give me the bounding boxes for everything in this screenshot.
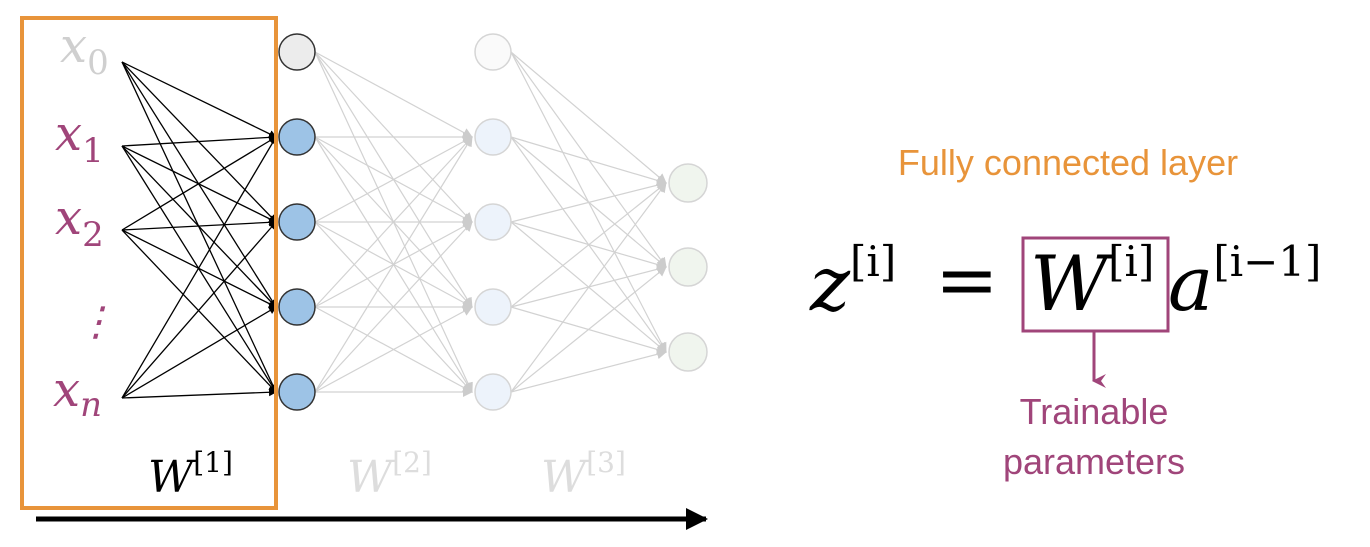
connection-hidden2-4-output-2 — [510, 349, 667, 393]
connection-hidden1-4-hidden2-1 — [314, 221, 473, 393]
connection-hidden1-3-hidden2-0 — [314, 136, 473, 308]
connection-input0-hidden1-0 — [121, 61, 277, 138]
neuron-hidden2-4 — [474, 373, 512, 411]
weight-label-w2: W[2] — [347, 446, 432, 503]
connection-input2-hidden1-1 — [121, 218, 277, 231]
neuron-hidden2-1 — [474, 118, 512, 156]
layer3-connections — [510, 51, 667, 393]
equation-equals: = — [935, 235, 999, 324]
first-layer-highlight-box — [20, 16, 278, 510]
annotation-text-line1: Trainable — [1020, 391, 1169, 432]
neuron-hidden2-2 — [474, 203, 512, 241]
equation-lhs: z[i] — [809, 237, 896, 328]
neuron-hidden1-bias — [278, 33, 316, 71]
equation-weight: W[i] — [1030, 237, 1154, 328]
neuron-hidden1-2 — [278, 203, 316, 241]
connection-hidden1-4-hidden2-0 — [314, 136, 473, 393]
input-ellipsis: ⋮ — [76, 299, 116, 345]
neuron-output-3 — [668, 332, 708, 372]
connection-hidden2-3-output-0 — [510, 182, 667, 308]
neuron-hidden2-3 — [474, 288, 512, 326]
connection-input3-hidden1-1 — [121, 221, 277, 399]
connection-input3-hidden1-2 — [121, 306, 277, 399]
input-label-x2: x2 — [55, 190, 104, 255]
annotation-text-line2: parameters — [1003, 441, 1185, 482]
connection-hidden2-2-output-0 — [510, 180, 667, 223]
connection-input2-hidden1-0 — [121, 136, 277, 231]
connection-input2-hidden1-3 — [121, 229, 277, 393]
layer2-connections — [314, 51, 473, 397]
neuron-output-1 — [668, 163, 708, 203]
equation-title: Fully connected layer — [898, 142, 1238, 183]
connection-hidden2-0-output-0 — [510, 51, 667, 184]
weight-label-w1: W[1] — [148, 446, 233, 503]
equation-activation: a[i−1] — [1168, 237, 1321, 328]
neuron-output-2 — [668, 247, 708, 287]
connection-hidden1-2-hidden2-0 — [314, 136, 473, 223]
neuron-hidden1-3 — [278, 288, 316, 326]
input-label-x0: x0 — [60, 18, 109, 83]
connection-input1-hidden1-0 — [121, 133, 277, 147]
connection-input3-hidden1-3 — [121, 388, 277, 399]
input-label-x1: x1 — [55, 106, 104, 171]
connection-hidden1-0-hidden2-0 — [314, 51, 473, 138]
connection-hidden2-4-output-0 — [510, 182, 667, 393]
neurons — [278, 33, 708, 411]
connection-input3-hidden1-0 — [121, 136, 277, 399]
layer1-connections — [121, 61, 277, 399]
connection-hidden1-4-hidden2-2 — [314, 306, 473, 393]
neuron-hidden1-1 — [278, 118, 316, 156]
neuron-hidden2-bias — [474, 33, 512, 71]
weight-label-w3: W[3] — [541, 446, 626, 503]
neuron-hidden1-4 — [278, 373, 316, 411]
input-label-xn: xn — [53, 362, 102, 425]
connection-hidden2-1-output-0 — [510, 136, 667, 186]
connection-hidden2-4-output-1 — [510, 266, 667, 393]
